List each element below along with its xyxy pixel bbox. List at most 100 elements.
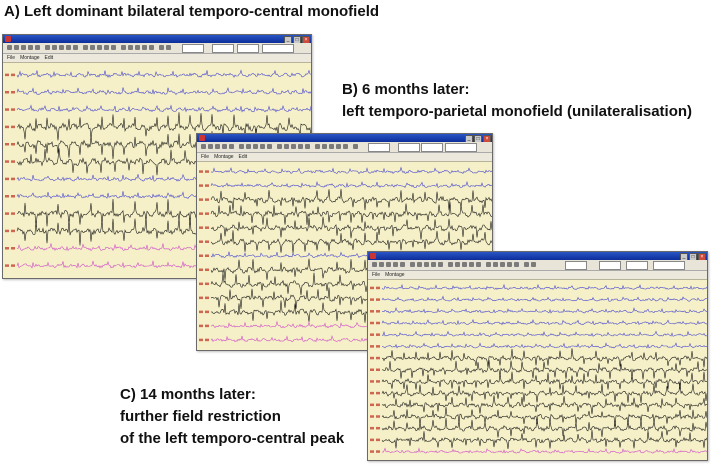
toolbar-select[interactable] <box>445 143 477 152</box>
toolbar-icon[interactable] <box>90 45 95 50</box>
toolbar-icon[interactable] <box>21 45 26 50</box>
toolbar-icon[interactable] <box>462 262 467 267</box>
toolbar-icon[interactable] <box>336 144 341 149</box>
toolbar-icon[interactable] <box>469 262 474 267</box>
toolbar-icon[interactable] <box>493 262 498 267</box>
toolbar-icon[interactable] <box>246 144 251 149</box>
channel-label <box>370 310 374 313</box>
toolbar-select[interactable] <box>182 44 204 53</box>
channel-label <box>370 426 374 430</box>
toolbar-select[interactable] <box>398 143 420 152</box>
toolbar-icon[interactable] <box>253 144 258 149</box>
toolbar-icon[interactable] <box>424 262 429 267</box>
toolbar-icon[interactable] <box>476 262 481 267</box>
caption-b: B) 6 months later: left temporo-parietal… <box>342 79 692 123</box>
menu-item-file[interactable]: File <box>372 272 381 278</box>
toolbar-icon[interactable] <box>239 144 244 149</box>
channel-label <box>376 438 380 442</box>
toolbar-icon[interactable] <box>486 262 491 267</box>
toolbar-icon[interactable] <box>222 144 227 149</box>
menu-item-edit[interactable]: Edit <box>238 154 248 160</box>
toolbar-icon[interactable] <box>260 144 265 149</box>
window-toolbar <box>368 260 707 271</box>
toolbar-icon[interactable] <box>121 45 126 50</box>
channel-label <box>376 356 380 360</box>
toolbar-icon[interactable] <box>128 45 133 50</box>
toolbar-icon[interactable] <box>353 144 358 149</box>
toolbar-icon[interactable] <box>14 45 19 50</box>
toolbar-icon[interactable] <box>322 144 327 149</box>
toolbar-icon[interactable] <box>291 144 296 149</box>
toolbar-icon[interactable] <box>507 262 512 267</box>
toolbar-icon[interactable] <box>455 262 460 267</box>
caption-a-text: A) Left dominant bilateral temporo-centr… <box>4 3 380 20</box>
toolbar-select[interactable] <box>421 143 443 152</box>
toolbar-select[interactable] <box>599 261 621 270</box>
eeg-channel-trace <box>381 417 707 438</box>
toolbar-icon[interactable] <box>267 144 272 149</box>
toolbar-select[interactable] <box>368 143 390 152</box>
toolbar-select[interactable] <box>653 261 685 270</box>
channel-label <box>11 73 15 77</box>
toolbar-icon[interactable] <box>59 45 64 50</box>
toolbar-icon[interactable] <box>277 144 282 149</box>
toolbar-icon[interactable] <box>142 45 147 50</box>
toolbar-icon[interactable] <box>35 45 40 50</box>
toolbar-icon[interactable] <box>448 262 453 267</box>
toolbar-icon[interactable] <box>431 262 436 267</box>
toolbar-icon[interactable] <box>201 144 206 149</box>
toolbar-icon[interactable] <box>73 45 78 50</box>
toolbar-icon[interactable] <box>83 45 88 50</box>
toolbar-icon[interactable] <box>410 262 415 267</box>
menu-item-montage[interactable]: Montage <box>214 154 234 160</box>
toolbar-icon[interactable] <box>7 45 12 50</box>
toolbar-icon[interactable] <box>208 144 213 149</box>
menu-item-file[interactable]: File <box>7 55 16 61</box>
toolbar-icon[interactable] <box>514 262 519 267</box>
toolbar-select[interactable] <box>565 261 587 270</box>
toolbar-icon[interactable] <box>97 45 102 50</box>
eeg-channel-trace <box>381 359 707 380</box>
toolbar-icon[interactable] <box>104 45 109 50</box>
menu-item-edit[interactable]: Edit <box>44 55 54 61</box>
menu-item-montage[interactable]: Montage <box>385 272 405 278</box>
toolbar-icon[interactable] <box>284 144 289 149</box>
toolbar-icon[interactable] <box>159 45 164 50</box>
toolbar-icon[interactable] <box>28 45 33 50</box>
toolbar-icon[interactable] <box>438 262 443 267</box>
toolbar-icon[interactable] <box>229 144 234 149</box>
toolbar-icon[interactable] <box>531 262 536 267</box>
toolbar-icon[interactable] <box>379 262 384 267</box>
toolbar-icon[interactable] <box>166 45 171 50</box>
toolbar-icon[interactable] <box>500 262 505 267</box>
toolbar-icon[interactable] <box>111 45 116 50</box>
toolbar-select[interactable] <box>626 261 648 270</box>
channel-label <box>199 226 203 229</box>
menu-item-file[interactable]: File <box>201 154 210 160</box>
toolbar-icon[interactable] <box>215 144 220 149</box>
toolbar-icon[interactable] <box>315 144 320 149</box>
channel-label <box>11 264 15 267</box>
toolbar-select[interactable] <box>262 44 294 53</box>
menu-item-montage[interactable]: Montage <box>20 55 40 61</box>
toolbar-select[interactable] <box>212 44 234 53</box>
toolbar-icon[interactable] <box>45 45 50 50</box>
window-menubar: File Montage Edit <box>197 153 492 162</box>
toolbar-icon[interactable] <box>329 144 334 149</box>
toolbar-icon[interactable] <box>386 262 391 267</box>
channel-label <box>11 142 15 146</box>
toolbar-icon[interactable] <box>524 262 529 267</box>
toolbar-icon[interactable] <box>66 45 71 50</box>
toolbar-icon[interactable] <box>417 262 422 267</box>
toolbar-icon[interactable] <box>343 144 348 149</box>
toolbar-icon[interactable] <box>52 45 57 50</box>
toolbar-select[interactable] <box>237 44 259 53</box>
toolbar-icon[interactable] <box>149 45 154 50</box>
toolbar-icon[interactable] <box>372 262 377 267</box>
window-titlebar: _ □ × <box>368 252 707 261</box>
toolbar-icon[interactable] <box>400 262 405 267</box>
toolbar-icon[interactable] <box>393 262 398 267</box>
toolbar-icon[interactable] <box>135 45 140 50</box>
toolbar-icon[interactable] <box>305 144 310 149</box>
toolbar-icon[interactable] <box>298 144 303 149</box>
